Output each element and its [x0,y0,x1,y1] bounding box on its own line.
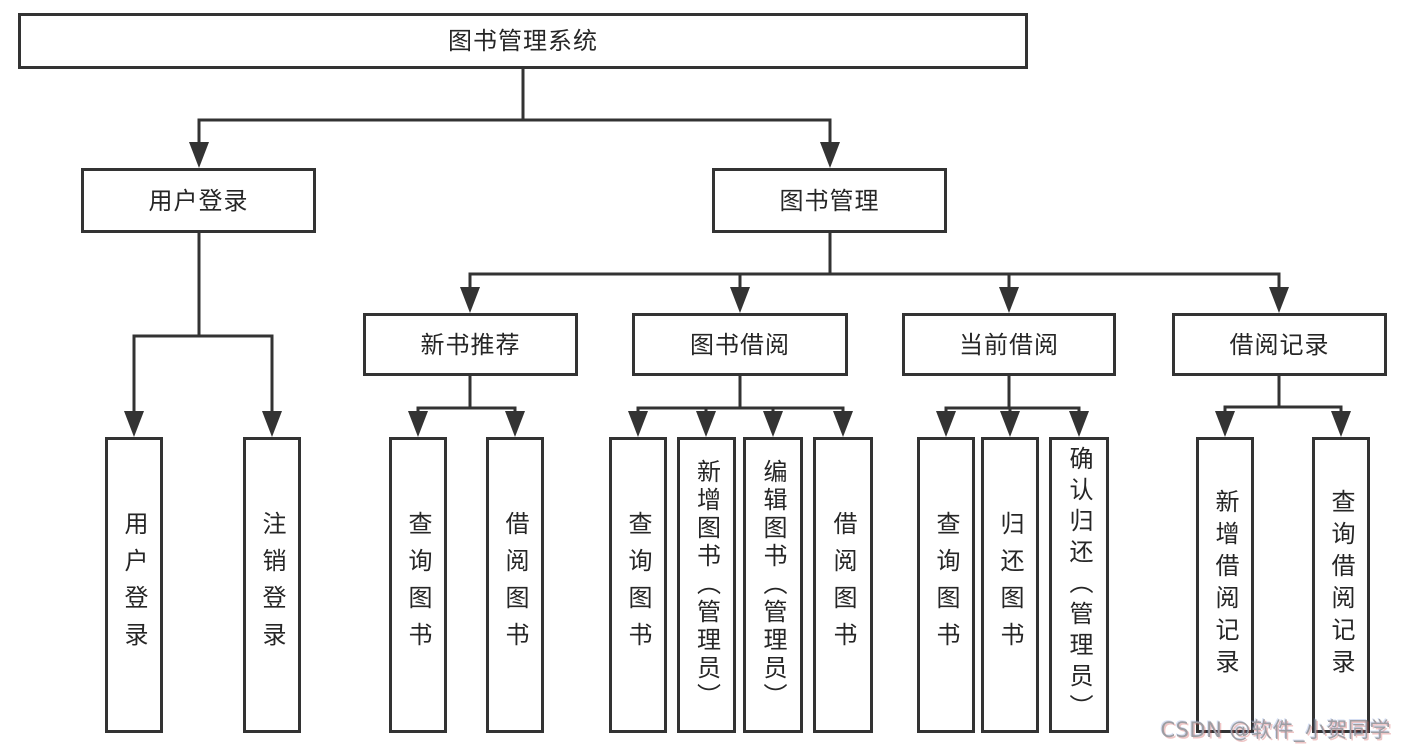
node-user-login: 用户登录 [81,168,316,233]
leaf-borrow-books: 借阅图书 [486,437,544,733]
leaf-add-borrow-record: 新增借阅记录 [1196,437,1254,733]
node-label: 当前借阅 [959,330,1059,359]
node-label: 图书管理 [779,186,880,215]
leaf-borrow-books-2: 借阅图书 [813,437,873,733]
node-label: 确认归还（管理员） [1065,445,1093,725]
node-label: 图书借阅 [690,330,790,359]
leaf-query-books-2: 查询图书 [609,437,667,733]
leaf-query-books-3: 查询图书 [917,437,975,733]
leaf-edit-book-admin: 编辑图书（管理员） [743,437,803,733]
node-label: 用户登录 [148,186,249,215]
node-book-management: 图书管理 [712,168,947,233]
node-label: 新增借阅记录 [1211,489,1239,681]
leaf-confirm-return-admin: 确认归还（管理员） [1049,437,1109,733]
node-label: 用户登录 [120,511,148,659]
node-label: 新增图书（管理员） [692,459,721,711]
node-label: 借阅图书 [829,511,857,659]
node-label: 新书推荐 [420,330,521,359]
node-label: 查询图书 [932,511,960,659]
node-label: 借阅记录 [1229,330,1330,359]
node-label: 查询图书 [624,511,652,659]
node-root-library-system: 图书管理系统 [18,13,1028,69]
node-label: 图书管理系统 [448,27,598,55]
leaf-add-book-admin: 新增图书（管理员） [677,437,736,733]
node-label: 注销登录 [258,511,286,659]
leaf-query-books: 查询图书 [389,437,447,733]
leaf-query-borrow-record: 查询借阅记录 [1312,437,1370,733]
connector-paths [132,67,1343,416]
node-label: 查询借阅记录 [1327,489,1355,681]
node-label: 编辑图书（管理员） [759,459,787,711]
leaf-return-book: 归还图书 [981,437,1039,733]
leaf-user-login: 用户登录 [105,437,163,733]
node-current-borrowing: 当前借阅 [902,313,1116,376]
leaf-logout: 注销登录 [243,437,301,733]
node-book-borrowing: 图书借阅 [632,313,848,376]
arrowhead-icons [124,142,1351,437]
node-new-book-recommend: 新书推荐 [363,313,578,376]
csdn-watermark: CSDN @软件_小贺同学 [1160,718,1391,742]
node-label: 查询图书 [404,511,432,659]
node-label: 借阅图书 [501,511,529,659]
node-borrowing-records: 借阅记录 [1172,313,1387,376]
node-label: 归还图书 [996,511,1024,659]
